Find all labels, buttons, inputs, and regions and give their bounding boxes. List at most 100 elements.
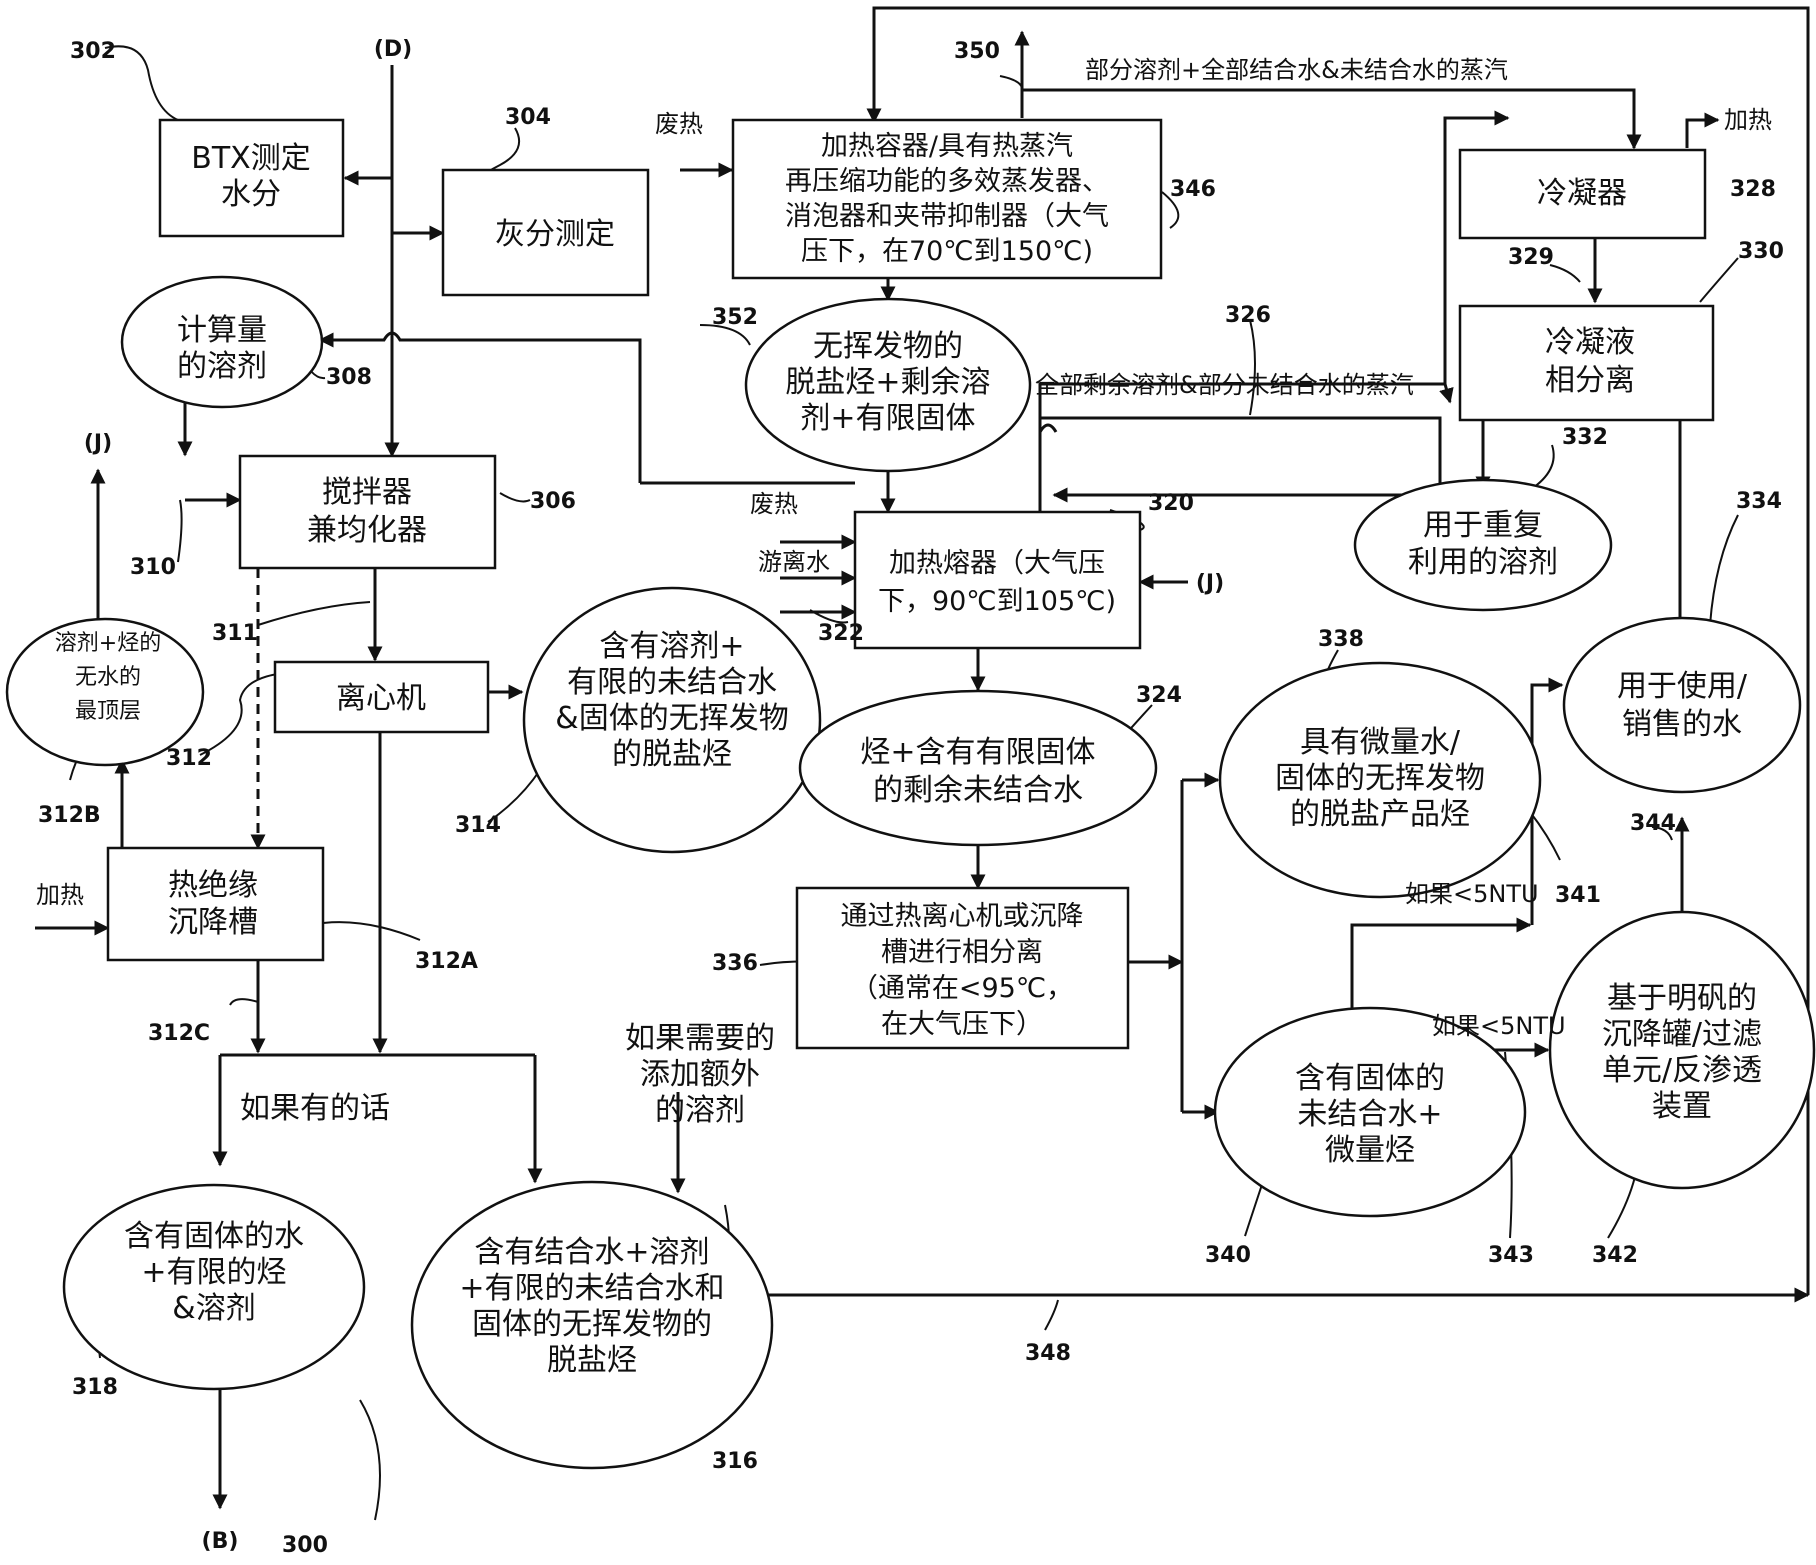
leader-350 [999,75,1023,89]
ref-308: 308 [326,365,372,390]
connector-b: (B) [202,1529,239,1554]
n332-line-2: 利用的溶剂 [1408,545,1558,580]
leader-330 [1699,257,1739,303]
label-heat-out: 加热 [1724,106,1772,134]
leader-332 [1529,444,1555,491]
ref-341: 341 [1555,883,1601,908]
line-vapor-lower-h [1038,382,1445,512]
n342-line-2: 沉降罐/过滤 [1602,1017,1762,1052]
n324-line-1: 烃+含有有限固体 [860,735,1095,770]
box-304 [441,168,650,297]
n314-line-3: &固体的无挥发物 [555,701,788,736]
node-text: BTX测定 水分 灰分测定 计算量 的溶剂 搅拌器 兼均化器 离心机 溶剂+烃的… [55,131,1762,1378]
mixer-line-1: 搅拌器 [322,475,412,510]
centrifuge-line-1: 离心机 [336,681,426,716]
label-heat-in: 加热 [36,881,84,909]
ellipse-314 [522,586,822,854]
n330-line-2: 相分离 [1545,363,1635,398]
box-328 [1458,148,1707,240]
connector-d: (D) [374,37,412,62]
ellipse-338 [1218,661,1542,899]
box-312 [273,660,490,734]
ellipse-332 [1353,478,1613,612]
settler-line-2: 沉降槽 [168,905,258,940]
n342-line-3: 单元/反渗透 [1602,1053,1762,1088]
n318-line-3: &溶剂 [172,1291,255,1326]
ref-324: 324 [1136,683,1182,708]
label-extra-solvent-2: 添加额外 [640,1057,760,1092]
leader-329 [1549,264,1581,283]
ellipse-340 [1213,1006,1527,1218]
ref-343: 343 [1488,1243,1534,1268]
n316-line-3: 固体的无挥发物的 [472,1307,712,1342]
settler-line-1: 热绝缘 [168,868,258,903]
label-ntu-upper: 如果<5NTU [1405,880,1539,908]
n316-line-1: 含有结合水+溶剂 [474,1235,709,1270]
leader-310 [177,499,183,563]
leader-302 [104,45,179,121]
box-336 [795,886,1130,1050]
ref-348: 348 [1025,1341,1071,1366]
leader-312c [229,998,259,1006]
leader-322 [809,609,849,624]
ref-302: 302 [70,39,116,64]
ref-312c: 312C [148,1021,210,1046]
leader-314 [487,769,541,823]
n336-line-2: 槽进行相分离 [881,937,1043,968]
n320-line-1: 加热熔器（大气压 [889,548,1105,579]
leader-344 [1651,826,1673,841]
ref-336: 336 [712,951,758,976]
btx-line-2: 水分 [221,177,281,212]
label-vapor-lower: 全部剩余溶剂&部分未结合水的蒸汽 [1035,371,1414,399]
label-ntu-lower: 如果<5NTU [1432,1012,1566,1040]
shapes [5,118,1816,1470]
ref-350: 350 [954,39,1000,64]
ref-329: 329 [1508,245,1554,270]
top-layer-line-1: 溶剂+烃的 [55,631,161,656]
box-320 [853,510,1142,650]
ellipse-342 [1548,910,1816,1190]
line-vapor-lower [1443,110,1510,384]
n336-line-4: 在大气压下） [881,1009,1043,1040]
connector-j-top: (J) [84,431,112,456]
n316-line-4: 脱盐烃 [547,1343,637,1378]
n320-line-2: 下，90℃到105℃) [878,586,1116,617]
n330-line-1: 冷凝液 [1545,325,1635,360]
line-return-to-solvent [318,331,642,483]
leader-352 [699,324,751,346]
top-layer-line-3: 最顶层 [75,699,141,724]
n338-line-1: 具有微量水/ [1300,725,1461,760]
n342-line-4: 装置 [1652,1089,1712,1124]
n314-line-4: 的脱盐烃 [612,737,732,772]
n342-line-1: 基于明矾的 [1607,981,1757,1016]
line-vapor-lower-tip [1439,383,1454,404]
ellipse-308 [120,275,324,409]
n318-line-1: 含有固体的水 [124,1219,304,1254]
n314-line-1: 含有溶剂+ [599,629,744,664]
ref-352: 352 [712,305,758,330]
leader-348 [1044,1299,1059,1331]
ref-316: 316 [712,1449,758,1474]
line-340-up [1350,917,1532,1032]
n346-line-4: 压下，在70℃到150℃) [801,236,1093,267]
ref-310: 310 [130,555,176,580]
ref-340: 340 [1205,1243,1251,1268]
line-to-334 [1530,677,1564,925]
ellipse-334 [1562,616,1802,794]
leader-306 [499,492,531,503]
leader-341 [1529,811,1561,861]
n340-line-3: 微量烃 [1325,1133,1415,1168]
mixer-line-2: 兼均化器 [307,513,427,548]
ref-318: 318 [72,1375,118,1400]
n352-line-1: 无挥发物的 [813,329,963,364]
box-306 [238,454,497,570]
leader-300 [359,1399,381,1521]
n314-line-2: 有限的未结合水 [567,665,777,700]
leader-312a [309,921,421,941]
box-312a [106,846,325,962]
n338-line-3: 的脱盐产品烃 [1290,797,1470,832]
btx-line-1: BTX测定 [191,141,310,176]
n336-line-1: 通过热离心机或沉降 [841,901,1084,932]
leader-326 [1249,319,1256,416]
box-302 [158,118,345,238]
